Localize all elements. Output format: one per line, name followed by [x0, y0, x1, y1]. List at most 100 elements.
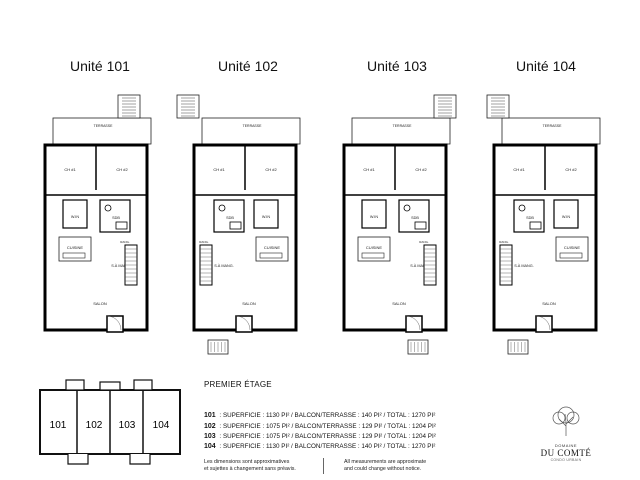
area-row-101: 101 : SUPERFICIE : 1130 PI² / BALCON/TER…: [204, 412, 436, 419]
room-label-cuisine: CUISINE: [264, 245, 281, 250]
walk-in-room: [361, 199, 387, 229]
exterior-stair: [433, 94, 457, 119]
room-label-ch1: CH #1: [363, 167, 375, 172]
area-row-104: 104 : SUPERFICIE : 1130 PI² / BALCON/TER…: [204, 443, 436, 450]
room-label-ch2: CH #2: [116, 167, 128, 172]
door-swing: [235, 315, 251, 331]
unit-title-101: Unité 101: [70, 58, 130, 74]
room-label-sa-mang: S.À MANG.: [214, 264, 234, 268]
bathtub-icon: [414, 221, 427, 230]
key-plan-balcony: [99, 381, 121, 391]
room-label-cuisine: CUISINE: [67, 245, 84, 250]
room-label-rang: RANG.: [499, 240, 509, 244]
toilet-icon: [518, 204, 526, 212]
room-label-salon: SALON: [542, 301, 556, 306]
room-label-terrasse: TERRASSE: [243, 124, 263, 128]
kitchen-island: [259, 252, 283, 259]
logo: DOMAINE DU COMTÉ CONDO URBAIN: [536, 404, 596, 462]
room-label-salon: SALON: [93, 301, 107, 306]
exterior-stair: [117, 94, 141, 119]
room-label-sa-mang: S.À MANG.: [514, 264, 534, 268]
bathroom-room: [398, 199, 430, 233]
bathroom-room: [99, 199, 131, 233]
walk-in-room: [62, 199, 88, 229]
room-label-sdb: SDB: [411, 216, 419, 220]
key-plan-entry: [129, 454, 151, 465]
key-plan-label-101: 101: [50, 420, 67, 431]
toilet-icon: [218, 204, 226, 212]
room-label-rang: RANG.: [419, 240, 429, 244]
kitchen-area: [255, 236, 289, 262]
tree-icon: [552, 406, 580, 436]
logo-line-2: DU COMTÉ: [540, 448, 592, 458]
room-label-rang: RANG.: [199, 240, 209, 244]
unit-title-104: Unité 104: [516, 58, 576, 74]
exterior-stair: [176, 94, 200, 119]
key-plan-label-103: 103: [119, 420, 136, 431]
kitchen-island: [62, 252, 86, 259]
area-row-unit: 102: [204, 423, 216, 430]
bathroom-room: [213, 199, 245, 233]
room-label-sa-mang: S.À MANG.: [410, 264, 430, 268]
logo-line-3: CONDO URBAIN: [550, 458, 582, 462]
entry-vestibule: [405, 315, 423, 333]
key-plan: 101 102 103 104: [39, 379, 181, 465]
terrace-outline: [52, 117, 152, 145]
area-row-unit: 103: [204, 433, 216, 440]
room-label-ch1: CH #1: [64, 167, 76, 172]
kitchen-island: [559, 252, 583, 259]
disclaimer-fr: Les dimensions sont approximatives et su…: [204, 459, 296, 472]
kitchen-area: [58, 236, 92, 262]
disclaimer-divider: [323, 458, 324, 474]
key-plan-label-102: 102: [86, 420, 103, 431]
key-plan-balcony: [65, 379, 85, 391]
key-plan-entry: [67, 454, 89, 465]
key-plan-label-104: 104: [153, 420, 170, 431]
disclaimer-en: All measurements are approximate and cou…: [344, 459, 427, 472]
entry-vestibule: [106, 315, 124, 333]
room-label-ch2: CH #2: [565, 167, 577, 172]
toilet-icon: [104, 204, 112, 212]
door-swing: [405, 315, 421, 331]
floor-heading: PREMIER ÉTAGE: [204, 380, 272, 389]
room-label-sdb: SDB: [226, 216, 234, 220]
bathtub-icon: [115, 221, 128, 230]
door-swing: [535, 315, 551, 331]
unit-title-102: Unité 102: [218, 58, 278, 74]
bathroom-room: [513, 199, 545, 233]
room-label-rang: RANG.: [120, 240, 130, 244]
room-label-ch1: CH #1: [213, 167, 225, 172]
room-label-terrasse: TERRASSE: [94, 124, 114, 128]
room-label-ch2: CH #2: [415, 167, 427, 172]
room-label-ch1: CH #1: [513, 167, 525, 172]
walk-in-room: [253, 199, 279, 229]
kitchen-island: [361, 252, 385, 259]
unit-title-103: Unité 103: [367, 58, 427, 74]
room-label-salon: SALON: [242, 301, 256, 306]
room-label-terrasse: TERRASSE: [543, 124, 563, 128]
area-row-unit: 104: [204, 443, 216, 450]
room-label-wi: W.IN: [71, 215, 79, 219]
room-label-wi: W.IN: [562, 215, 570, 219]
room-label-wi: W.IN: [262, 215, 270, 219]
room-label-sa-mang: S.À MANG.: [111, 264, 131, 268]
key-plan-balcony: [133, 379, 153, 391]
entry-vestibule: [235, 315, 253, 333]
bathtub-icon: [229, 221, 242, 230]
area-row-unit: 101: [204, 412, 216, 419]
terrace-outline: [201, 117, 301, 145]
kitchen-area: [357, 236, 391, 262]
terrace-outline: [351, 117, 451, 145]
room-label-cuisine: CUISINE: [564, 245, 581, 250]
room-label-sdb: SDB: [112, 216, 120, 220]
room-label-sdb: SDB: [526, 216, 534, 220]
terrace-outline: [501, 117, 601, 145]
area-row-text: SUPERFICIE : 1130 PI² / BALCON/TERRASSE …: [222, 443, 436, 450]
exterior-stair: [486, 94, 510, 119]
kitchen-area: [555, 236, 589, 262]
entry-vestibule: [535, 315, 553, 333]
room-label-terrasse: TERRASSE: [393, 124, 413, 128]
area-row-text: SUPERFICIE : 1075 PI² / BALCON/TERRASSE …: [222, 423, 436, 430]
toilet-icon: [403, 204, 411, 212]
